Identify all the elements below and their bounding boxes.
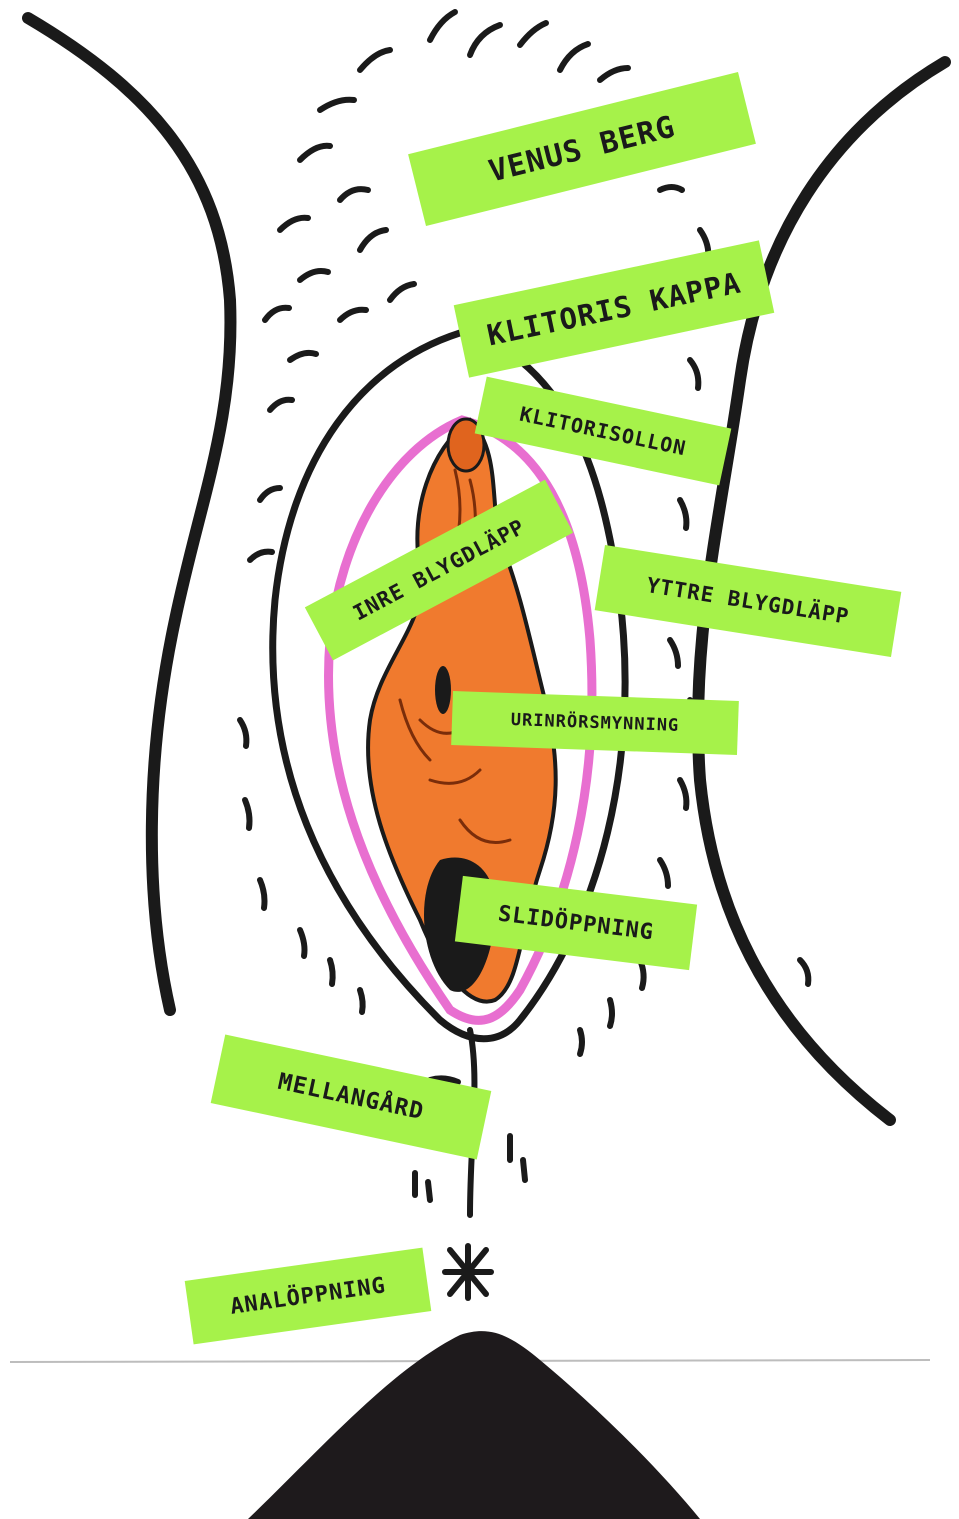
urethral-opening	[435, 666, 451, 714]
bottom-triangle	[248, 1331, 700, 1519]
left-thigh-line	[28, 18, 230, 1010]
label-urethral-opening: URINRÖRSMYNNING	[451, 691, 739, 755]
anal-opening	[445, 1246, 491, 1298]
